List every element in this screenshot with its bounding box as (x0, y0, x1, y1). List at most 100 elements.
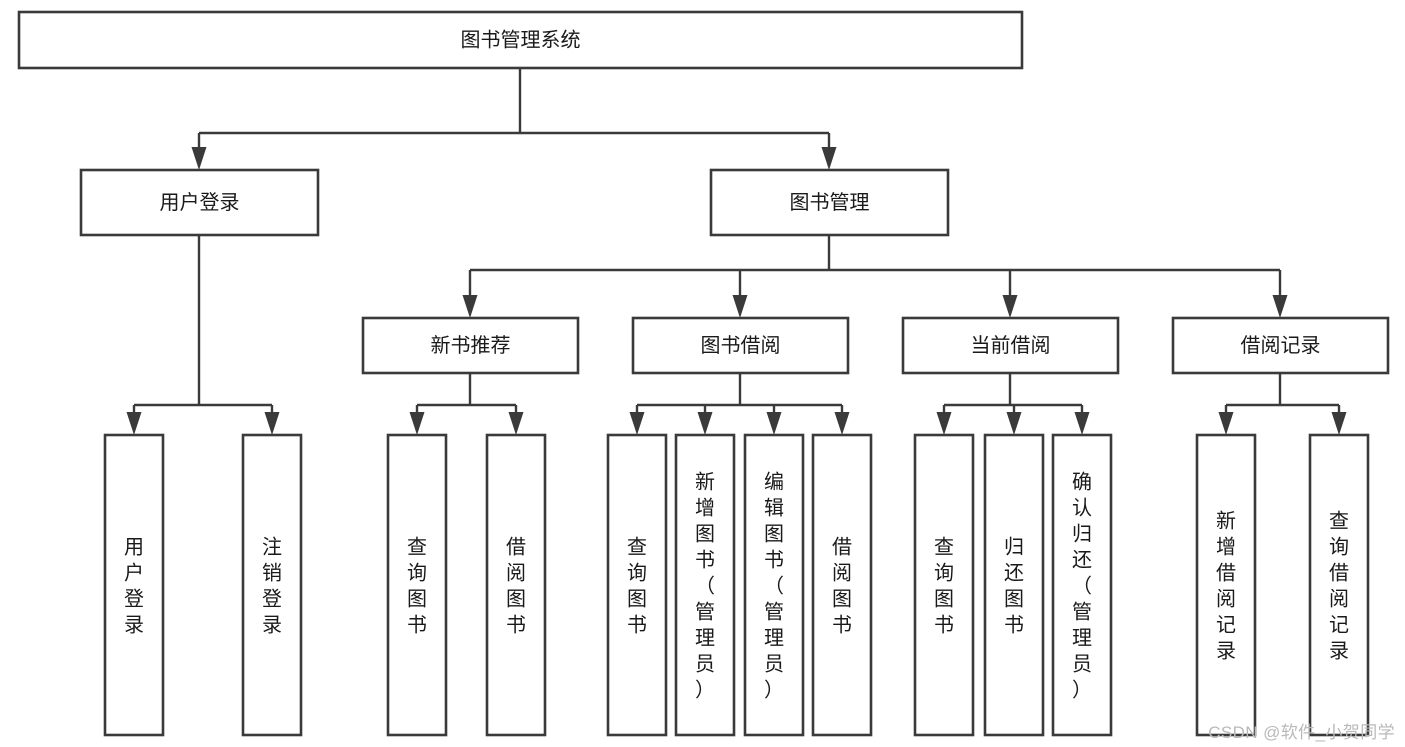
node-layer: 图书管理系统用户登录图书管理新书推荐图书借阅当前借阅借阅记录用户登录注销登录查询… (17, 10, 1390, 737)
node-box-leaf[interactable] (674, 433, 736, 737)
node-label: 用户登录 (160, 191, 240, 214)
node-leaf-query-book-3[interactable]: 查询图书 (913, 433, 975, 737)
arrow-leaf-query-borrow-record (1331, 405, 1347, 435)
node-box-leaf[interactable] (983, 433, 1045, 737)
arrow-head (1074, 412, 1090, 435)
connector-bus-borrow-records (1226, 373, 1339, 407)
node-leaf-user-logout[interactable]: 注销登录 (241, 433, 303, 737)
arrow-head (409, 412, 425, 435)
arrow-head (1218, 412, 1234, 435)
arrow-leaf-add-book (697, 405, 713, 435)
node-leaf-add-book[interactable]: 新增图书（管理员） (674, 433, 736, 737)
arrow-head (126, 412, 142, 435)
connector-bus-user-login (134, 235, 272, 407)
arrow-book-management (821, 133, 837, 170)
arrow-head (1006, 412, 1022, 435)
node-box-level2[interactable] (79, 168, 320, 237)
arrow-leaf-user-logout (264, 405, 280, 435)
node-box-leaf[interactable] (241, 433, 303, 737)
node-box-leaf[interactable] (606, 433, 668, 737)
node-leaf-add-borrow-record[interactable]: 新增借阅记录 (1195, 433, 1257, 737)
node-label: 新增图书（管理员） (695, 470, 715, 701)
arrow-new-book-recommend (462, 270, 478, 318)
node-label: 借阅图书 (832, 535, 852, 636)
arrow-head (821, 147, 837, 170)
node-box-leaf[interactable] (913, 433, 975, 737)
node-box-leaf[interactable] (1195, 433, 1257, 737)
arrow-head (462, 295, 478, 318)
node-box-level3[interactable] (1171, 316, 1390, 375)
node-leaf-user-login[interactable]: 用户登录 (103, 433, 165, 737)
node-leaf-edit-book[interactable]: 编辑图书（管理员） (743, 433, 805, 737)
node-borrow-records[interactable]: 借阅记录 (1171, 316, 1390, 375)
arrow-leaf-borrow-book-1 (508, 405, 524, 435)
node-box-leaf[interactable] (743, 433, 805, 737)
node-label: 归还图书 (1004, 535, 1024, 636)
node-label: 注销登录 (262, 535, 282, 636)
arrow-head (1331, 412, 1347, 435)
arrow-head (1002, 295, 1018, 318)
node-box-leaf[interactable] (103, 433, 165, 737)
node-user-login[interactable]: 用户登录 (79, 168, 320, 237)
arrow-head (508, 412, 524, 435)
node-label: 新增借阅记录 (1216, 509, 1236, 662)
node-label: 编辑图书（管理员） (764, 470, 784, 701)
node-label: 查询图书 (627, 535, 647, 636)
arrow-leaf-query-book-1 (409, 405, 425, 435)
node-label: 图书管理 (790, 191, 870, 214)
connector-bus-new-book (417, 373, 516, 407)
node-box-leaf[interactable] (811, 433, 873, 737)
arrow-head (766, 412, 782, 435)
node-label: 用户登录 (124, 536, 144, 636)
node-box-level3[interactable] (631, 316, 850, 375)
arrow-head (697, 412, 713, 435)
node-label: 确认归还（管理员） (1072, 470, 1092, 701)
arrow-head (732, 295, 748, 318)
arrow-leaf-edit-book (766, 405, 782, 435)
node-book-borrow[interactable]: 图书借阅 (631, 316, 850, 375)
arrow-borrow-records (1272, 270, 1288, 318)
node-leaf-borrow-book-2[interactable]: 借阅图书 (811, 433, 873, 737)
node-label: 新书推荐 (431, 334, 511, 357)
node-box-leaf[interactable] (386, 433, 448, 737)
connector-bus-book-borrow (637, 373, 842, 407)
arrow-head (264, 412, 280, 435)
node-box-level3[interactable] (361, 316, 580, 375)
node-box-root[interactable] (17, 10, 1024, 70)
node-box-leaf[interactable] (1308, 433, 1370, 737)
arrow-head (191, 147, 207, 170)
node-root[interactable]: 图书管理系统 (17, 10, 1024, 70)
node-box-level3[interactable] (901, 316, 1120, 375)
node-leaf-return-book[interactable]: 归还图书 (983, 433, 1045, 737)
csdn-watermark: CSDN @软件_小贺同学 (1208, 723, 1395, 742)
arrow-head (834, 412, 850, 435)
arrow-book-borrow (732, 270, 748, 318)
arrow-leaf-borrow-book-2 (834, 405, 850, 435)
connector-bus-level3 (470, 235, 1280, 272)
node-leaf-query-borrow-record[interactable]: 查询借阅记录 (1308, 433, 1370, 737)
node-label: 查询借阅记录 (1329, 509, 1349, 662)
node-label: 查询图书 (407, 535, 427, 636)
node-label: 借阅图书 (506, 535, 526, 636)
node-box-leaf[interactable] (485, 433, 547, 737)
node-book-management[interactable]: 图书管理 (709, 168, 950, 237)
arrow-current-borrow (1002, 270, 1018, 318)
arrow-leaf-query-book-3 (936, 405, 952, 435)
connector-bus-root (199, 68, 829, 135)
arrow-leaf-confirm-return (1074, 405, 1090, 435)
node-current-borrow[interactable]: 当前借阅 (901, 316, 1120, 375)
node-label: 图书借阅 (701, 334, 781, 357)
node-leaf-query-book-1[interactable]: 查询图书 (386, 433, 448, 737)
node-box-leaf[interactable] (1051, 433, 1113, 737)
arrow-leaf-query-book-2 (629, 405, 645, 435)
node-box-level2[interactable] (709, 168, 950, 237)
node-leaf-query-book-2[interactable]: 查询图书 (606, 433, 668, 737)
node-leaf-confirm-return[interactable]: 确认归还（管理员） (1051, 433, 1113, 737)
arrow-leaf-return-book (1006, 405, 1022, 435)
node-new-book-recommend[interactable]: 新书推荐 (361, 316, 580, 375)
node-label: 当前借阅 (971, 334, 1051, 357)
node-label: 查询图书 (934, 535, 954, 636)
node-leaf-borrow-book-1[interactable]: 借阅图书 (485, 433, 547, 737)
